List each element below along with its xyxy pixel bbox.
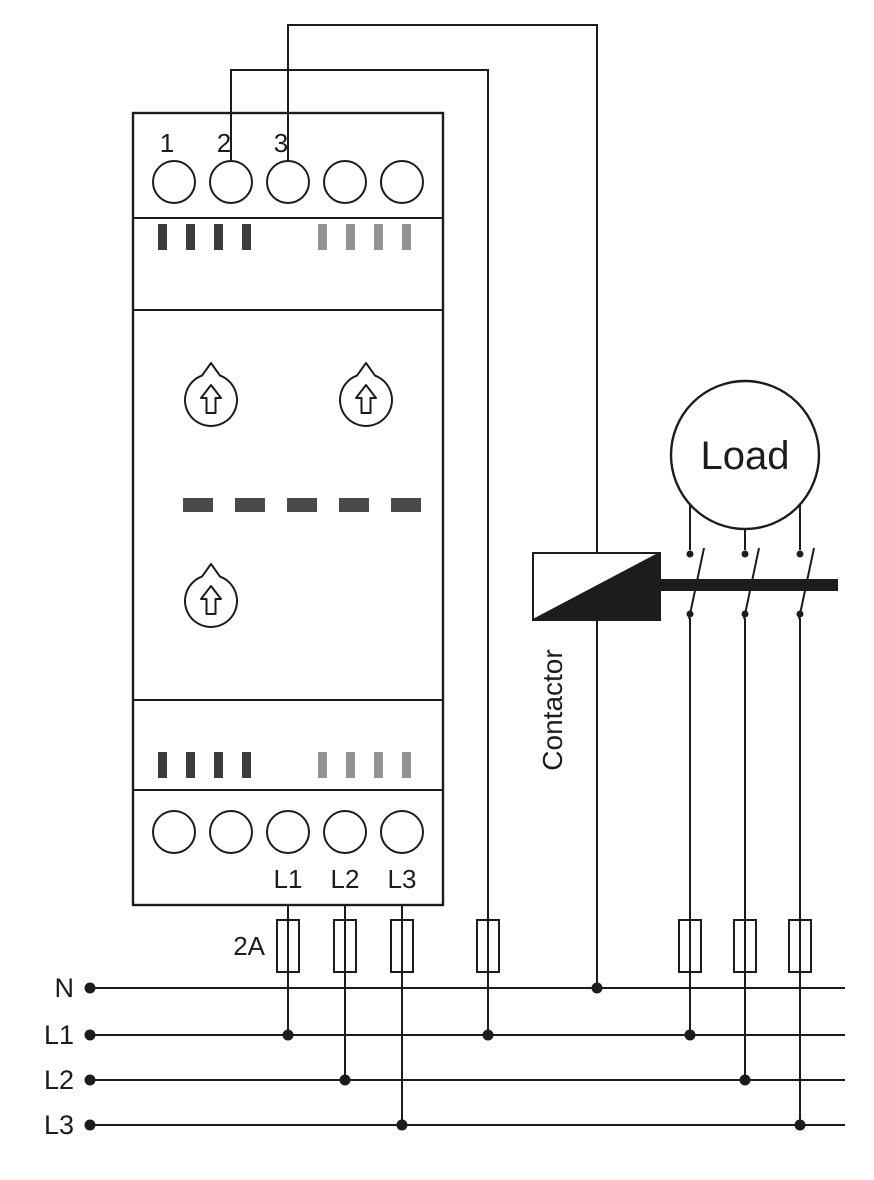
contact-terminal — [686, 550, 694, 558]
contact-blade — [688, 547, 705, 620]
terminal-bottom-l2 — [323, 810, 367, 854]
wire-terminal3-contactor-coil — [287, 24, 598, 553]
display-dash — [339, 498, 369, 512]
contact-switch-3 — [796, 547, 815, 620]
contactor-coil-diagonal — [532, 552, 661, 621]
junction-dot — [84, 982, 96, 994]
terminal-label-l2: L2 — [331, 864, 360, 894]
display-dash — [183, 498, 213, 512]
display-dash — [287, 498, 317, 512]
terminal-bottom-2 — [209, 810, 253, 854]
contactor — [532, 552, 838, 621]
rail-label-n: N — [55, 973, 75, 1003]
up-arrow-icon — [200, 384, 222, 414]
junction-dot — [84, 1029, 96, 1041]
tick-mark — [214, 752, 223, 778]
junction-dot — [84, 1074, 96, 1086]
up-arrow-icon — [200, 585, 222, 615]
junction-dot — [591, 982, 603, 994]
contact-terminal — [686, 610, 694, 618]
rail-label-l1: L1 — [44, 1020, 74, 1050]
tick-mark — [402, 752, 411, 778]
terminal-top-2 — [209, 160, 253, 204]
contact-switch-1 — [686, 547, 705, 620]
contact-terminal — [796, 550, 804, 558]
rail-label-l2: L2 — [44, 1065, 74, 1095]
fuse-device-l1 — [276, 919, 300, 973]
tick-mark — [242, 224, 251, 250]
terminal-top-4 — [323, 160, 367, 204]
fuse-rating-label: 2A — [233, 931, 265, 961]
terminal-bottom-l1 — [266, 810, 310, 854]
contact-terminal — [741, 610, 749, 618]
terminal-number-2: 2 — [217, 128, 231, 158]
fuse-supply — [476, 919, 500, 973]
tick-mark — [374, 752, 383, 778]
junction-dot — [739, 1074, 751, 1086]
terminal-label-l1: L1 — [274, 864, 303, 894]
terminal-number-3: 3 — [274, 128, 288, 158]
junction-dot — [684, 1029, 696, 1041]
fuse-load-phase3 — [788, 919, 812, 973]
contact-terminal — [796, 610, 804, 618]
rotary-knob-1 — [184, 362, 238, 427]
junction-dot — [396, 1119, 408, 1131]
tick-mark — [402, 224, 411, 250]
terminal-label-l3: L3 — [388, 864, 417, 894]
tick-mark — [158, 224, 167, 250]
contact-switch-2 — [741, 547, 760, 620]
terminal-number-1: 1 — [160, 128, 174, 158]
tick-mark — [186, 224, 195, 250]
tick-mark — [346, 752, 355, 778]
tick-mark — [242, 752, 251, 778]
junction-dot — [482, 1029, 494, 1041]
tick-mark — [214, 224, 223, 250]
fuse-load-phase1 — [678, 919, 702, 973]
load-label: Load — [701, 434, 790, 478]
terminal-top-1 — [152, 160, 196, 204]
rotary-knob-2 — [339, 362, 393, 427]
terminal-bottom-1 — [152, 810, 196, 854]
contact-terminal — [741, 550, 749, 558]
contact-blade — [798, 547, 815, 620]
tick-mark — [374, 224, 383, 250]
tick-mark — [318, 224, 327, 250]
tick-mark — [346, 224, 355, 250]
tick-mark — [186, 752, 195, 778]
junction-dot — [794, 1119, 806, 1131]
fuse-device-l2 — [333, 919, 357, 973]
contactor-label: Contactor — [537, 649, 568, 770]
wire-terminal2-supply — [230, 69, 489, 1035]
rail-label-l3: L3 — [44, 1110, 74, 1140]
tick-mark — [158, 752, 167, 778]
contactor-linkage-bar — [660, 579, 838, 591]
load-circle — [669, 379, 821, 531]
display-dash — [235, 498, 265, 512]
tick-mark — [318, 752, 327, 778]
junction-dot — [339, 1074, 351, 1086]
up-arrow-icon — [355, 384, 377, 414]
display-dash — [391, 498, 421, 512]
fuse-load-phase2 — [733, 919, 757, 973]
terminal-bottom-l3 — [380, 810, 424, 854]
terminal-top-5 — [380, 160, 424, 204]
junction-dot — [282, 1029, 294, 1041]
fuse-device-l3 — [390, 919, 414, 973]
terminal-top-3 — [266, 160, 310, 204]
rotary-knob-3 — [184, 563, 238, 628]
junction-dot — [84, 1119, 96, 1131]
contact-blade — [743, 547, 760, 620]
